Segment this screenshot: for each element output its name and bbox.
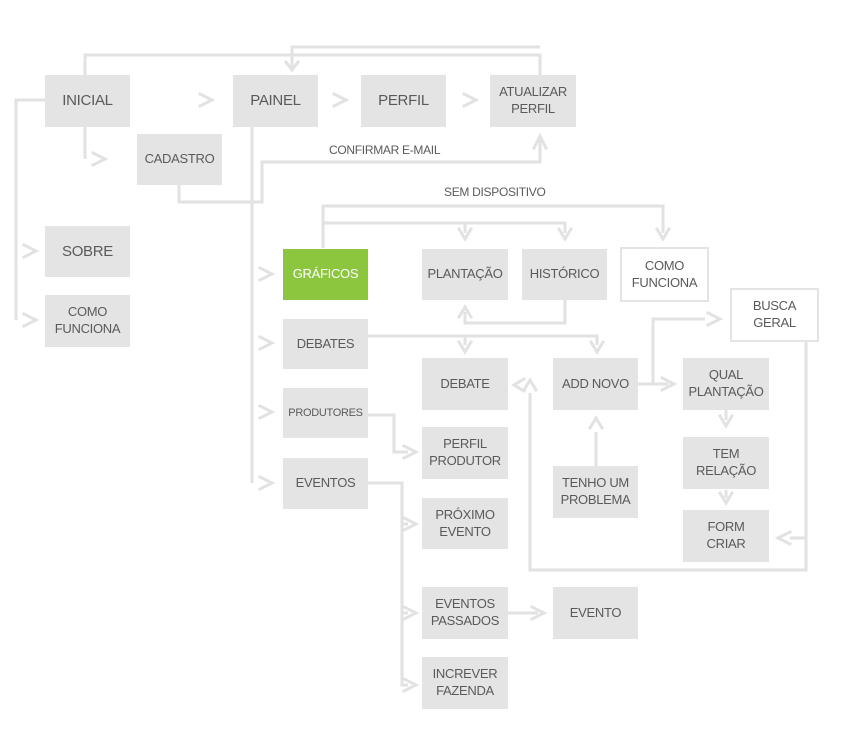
- node-atualizar-perfil-line2: PERFIL: [511, 101, 555, 116]
- node-plantacao: PLANTAÇÃO: [422, 249, 508, 300]
- node-eventos-passados-line2: PASSADOS: [430, 613, 500, 628]
- node-tenho-um-problema: TENHO UM PROBLEMA: [553, 466, 638, 518]
- node-como-funciona-2-line1: COMO: [644, 257, 685, 273]
- node-tem-relacao-line2: RELAÇÃO: [695, 463, 757, 478]
- node-proximo-evento-line1: PRÓXIMO: [435, 506, 495, 522]
- node-form-criar-line1: FORM: [707, 519, 745, 535]
- node-graficos: GRÁFICOS: [283, 249, 368, 300]
- node-busca-geral-line2: GERAL: [753, 315, 796, 330]
- node-painel: PAINEL: [233, 75, 318, 127]
- node-tenho-um-problema-line2: PROBLEMA: [560, 492, 631, 507]
- node-increver-fazenda-line2: FAZENDA: [436, 683, 494, 698]
- node-debate: DEBATE: [422, 358, 508, 410]
- node-sobre: SOBRE: [45, 226, 130, 277]
- node-como-funciona-1-line2: FUNCIONA: [54, 321, 121, 336]
- node-increver-fazenda: INCREVER FAZENDA: [422, 657, 508, 709]
- node-como-funciona-1: COMO FUNCIONA: [45, 295, 130, 347]
- node-form-criar: FORM CRIAR: [683, 510, 769, 562]
- node-como-funciona-1-line1: COMO: [67, 304, 108, 320]
- node-como-funciona-2-line2: FUNCIONA: [631, 274, 698, 290]
- node-add-novo: ADD NOVO: [553, 358, 638, 410]
- node-debates: DEBATES: [283, 319, 368, 369]
- node-proximo-evento: PRÓXIMO EVENTO: [422, 498, 508, 549]
- node-tenho-um-problema-line1: TENHO UM: [562, 475, 629, 491]
- node-busca-geral-line1: BUSCA: [752, 298, 797, 314]
- node-perfil-produtor: PERFIL PRODUTOR: [422, 427, 508, 479]
- label-sem-dispositivo: SEM DISPOSITIVO: [444, 185, 546, 199]
- node-produtores: PRODUTORES: [283, 388, 368, 438]
- node-historico: HISTÓRICO: [522, 249, 607, 300]
- node-inicial: INICIAL: [45, 75, 130, 127]
- node-como-funciona-2: COMO FUNCIONA: [620, 247, 709, 302]
- node-form-criar-line2: CRIAR: [706, 536, 746, 551]
- node-busca-geral: BUSCA GERAL: [730, 288, 819, 342]
- node-qual-plantacao-line1: QUAL: [708, 367, 744, 383]
- node-eventos-passados-line1: EVENTOS: [435, 596, 495, 612]
- node-eventos-passados: EVENTOS PASSADOS: [422, 587, 508, 639]
- node-cadastro: CADASTRO: [137, 134, 222, 185]
- node-atualizar-perfil-line1: ATUALIZAR: [499, 84, 567, 100]
- node-qual-plantacao-line2: PLANTAÇÃO: [688, 384, 764, 399]
- node-tem-relacao-line1: TEM: [712, 446, 740, 462]
- node-proximo-evento-line2: EVENTO: [439, 523, 491, 539]
- node-eventos: EVENTOS: [283, 458, 368, 509]
- node-perfil: PERFIL: [361, 75, 446, 127]
- node-atualizar-perfil: ATUALIZAR PERFIL: [490, 75, 576, 127]
- label-confirmar-email: CONFIRMAR E-MAIL: [329, 143, 441, 157]
- node-tem-relacao: TEM RELAÇÃO: [683, 437, 769, 489]
- node-perfil-produtor-line2: PRODUTOR: [429, 453, 501, 468]
- node-increver-fazenda-line1: INCREVER: [432, 666, 498, 682]
- node-qual-plantacao: QUAL PLANTAÇÃO: [683, 358, 769, 410]
- node-perfil-produtor-line1: PERFIL: [443, 436, 487, 452]
- node-evento: EVENTO: [553, 587, 638, 639]
